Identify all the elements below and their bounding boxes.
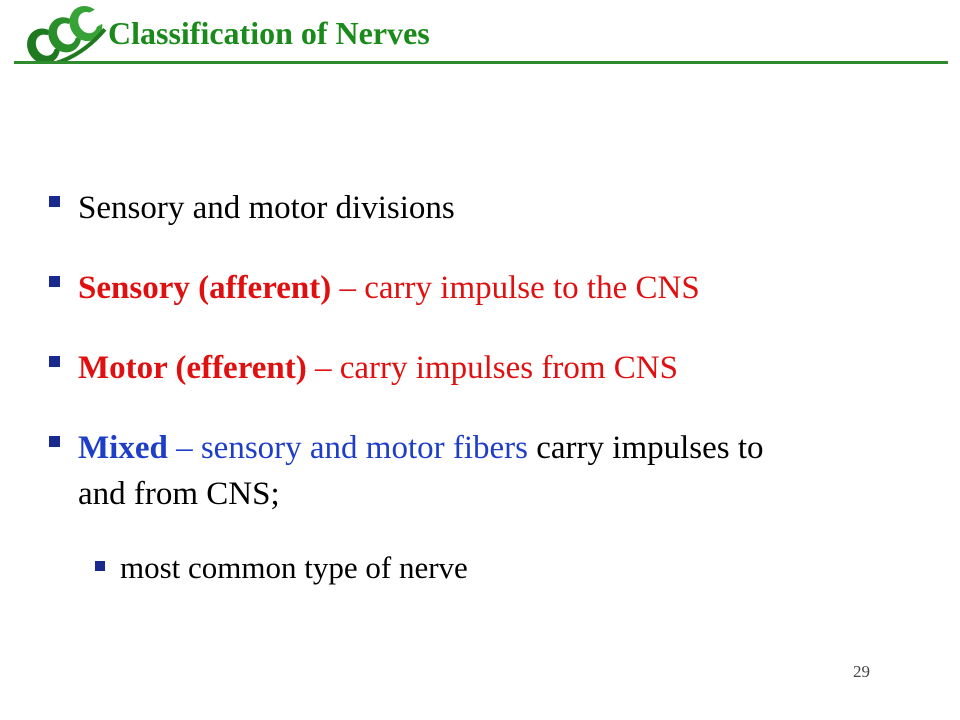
bullet-term: Sensory (afferent) (78, 270, 332, 306)
bullet-item: Sensory (afferent) – carry impulse to th… (78, 268, 700, 308)
page-number: 29 (853, 662, 870, 681)
bullet-marker-icon (49, 436, 60, 447)
title-divider (14, 61, 948, 64)
bullet-highlight: sensory and motor fibers (200, 430, 529, 466)
bullet-continuation: and from CNS; (78, 474, 280, 514)
bullet-dash: – (167, 430, 201, 466)
bullet-marker-icon (49, 356, 60, 367)
bullet-text: Sensory and motor divisions (78, 190, 455, 226)
slide-title: Classification of Nerves (108, 15, 430, 51)
bullet-term: Mixed (78, 430, 168, 466)
ccc-logo-icon (27, 6, 108, 62)
bullet-term: Motor (efferent) (78, 350, 307, 386)
bullet-text: and from CNS; (78, 476, 280, 512)
sub-bullet-text: most common type of nerve (120, 550, 468, 585)
bullet-text: – carry impulses from CNS (306, 350, 678, 386)
sub-bullet-marker-icon (95, 561, 105, 571)
bullet-item: Motor (efferent) – carry impulses from C… (78, 348, 678, 388)
bullet-marker-icon (49, 196, 60, 207)
bullet-text: carry impulses to (528, 430, 764, 466)
bullet-item: Sensory and motor divisions (78, 188, 455, 228)
bullet-item: Mixed – sensory and motor fibers carry i… (78, 428, 764, 468)
sub-bullet-item: most common type of nerve (120, 548, 468, 588)
bullet-text: – carry impulse to the CNS (331, 270, 700, 306)
bullet-marker-icon (49, 276, 60, 287)
